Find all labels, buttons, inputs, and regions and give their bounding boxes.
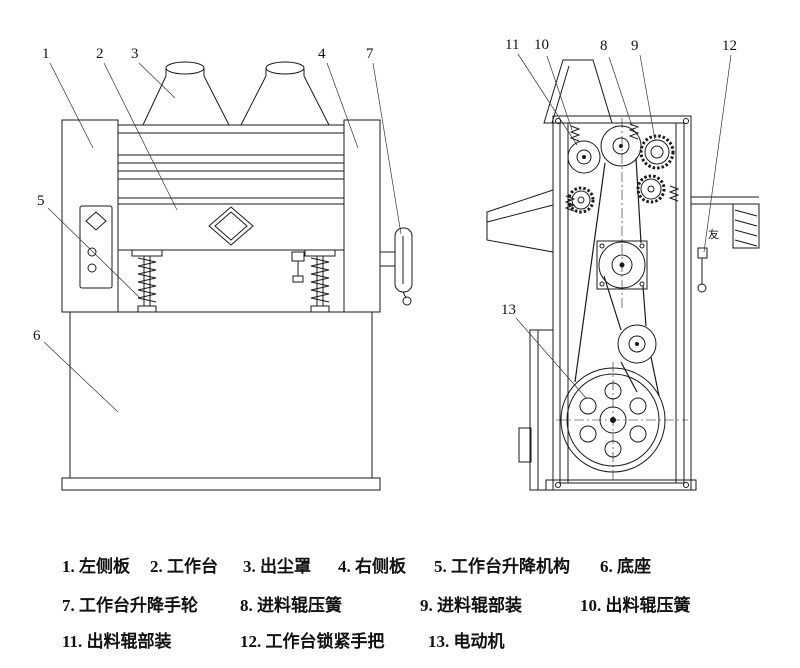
legend-label: 出尘罩	[260, 557, 311, 576]
legend-num: 8.	[240, 596, 253, 615]
legend-label: 工作台升降手轮	[79, 596, 198, 615]
legend-label: 电动机	[453, 632, 505, 651]
legend-label: 工作台锁紧手把	[265, 632, 385, 651]
callout-6: 6	[33, 328, 41, 344]
legend-item-9: 9. 进料辊部装	[420, 591, 522, 616]
callout-11: 11	[505, 37, 520, 53]
outfeed-roller-pulley	[567, 140, 601, 174]
right-bracket	[691, 196, 760, 249]
legend-num: 5.	[434, 557, 447, 576]
work-table	[117, 197, 345, 251]
legend-label: 右侧板	[355, 557, 406, 576]
legend-label: 工作台升降机构	[451, 557, 570, 576]
callout-7: 7	[366, 46, 374, 62]
callout-2: 2	[96, 46, 104, 62]
lower-pulley	[617, 324, 657, 364]
roller-pressure-springs	[564, 123, 680, 212]
legend-label: 进料辊部装	[437, 596, 522, 615]
table-side-wing	[486, 189, 554, 253]
table-lift-mechanism	[131, 249, 336, 313]
legend-num: 13.	[428, 632, 450, 651]
legend-label: 进料辊压簧	[257, 596, 342, 615]
left-side-board	[61, 119, 119, 313]
legend-item-7: 7. 工作台升降手轮	[62, 591, 198, 616]
legend-num: 2.	[150, 557, 163, 576]
legend-label: 工作台	[167, 557, 218, 576]
legend-num: 4.	[338, 557, 351, 576]
legend-num: 12.	[240, 632, 262, 651]
callout-8: 8	[600, 38, 608, 54]
legend-num: 1.	[62, 557, 75, 576]
legend-item-8: 8. 进料辊压簧	[240, 591, 342, 616]
legend-item-12: 12. 工作台锁紧手把	[240, 627, 385, 652]
legend-label: 左侧板	[79, 557, 130, 576]
stand-column	[518, 329, 697, 491]
legend-item-2: 2. 工作台	[150, 552, 218, 577]
callout-3: 3	[131, 46, 139, 62]
brand-character: 友	[708, 229, 719, 241]
legend-label: 出料辊部装	[86, 632, 172, 651]
legend-item-4: 4. 右侧板	[338, 552, 406, 577]
legend-item-5: 5. 工作台升降机构	[434, 552, 570, 577]
callout-1: 1	[42, 46, 50, 62]
legend-item-13: 13. 电动机	[428, 627, 505, 652]
diamond-logo	[208, 206, 254, 246]
feed-gears	[567, 174, 666, 214]
legend-item-3: 3. 出尘罩	[243, 552, 311, 577]
callout-9: 9	[631, 38, 639, 54]
callout-12: 12	[722, 38, 737, 54]
dust-hood-left	[142, 61, 230, 126]
infeed-roller-pulley	[639, 134, 675, 170]
table-lock-handle	[697, 247, 708, 293]
legend-item-1: 1. 左侧板	[62, 552, 130, 577]
legend-num: 3.	[243, 557, 256, 576]
legend-label: 底座	[617, 557, 651, 576]
legend-label: 出料辊压簧	[605, 596, 691, 615]
machine-technical-drawing	[43, 53, 760, 491]
legend-num: 6.	[600, 557, 613, 576]
motor-pulley	[560, 367, 666, 473]
legend-item-10: 10. 出料辊压簧	[580, 591, 691, 616]
legend-item-6: 6. 底座	[600, 552, 651, 577]
dust-chute	[543, 59, 613, 124]
front-view	[61, 61, 413, 491]
dust-hood-right	[240, 61, 330, 126]
leader-lines	[43, 53, 732, 413]
legend-num: 10.	[580, 596, 602, 615]
handwheel	[380, 227, 413, 306]
legend-num: 7.	[62, 596, 75, 615]
drive-belts	[574, 157, 660, 397]
idler-pulley	[596, 240, 648, 290]
right-side-board	[343, 119, 381, 313]
legend-num: 9.	[420, 596, 433, 615]
diamond-logo-small	[85, 211, 107, 231]
callout-5: 5	[37, 193, 45, 209]
control-panel	[79, 205, 113, 289]
legend-num: 11.	[62, 632, 83, 651]
callout-13: 13	[501, 302, 516, 318]
side-view	[486, 59, 760, 491]
legend-item-11: 11. 出料辊部装	[62, 627, 172, 652]
callout-10: 10	[534, 37, 549, 53]
machine-base	[61, 311, 381, 491]
callout-4: 4	[318, 46, 326, 62]
